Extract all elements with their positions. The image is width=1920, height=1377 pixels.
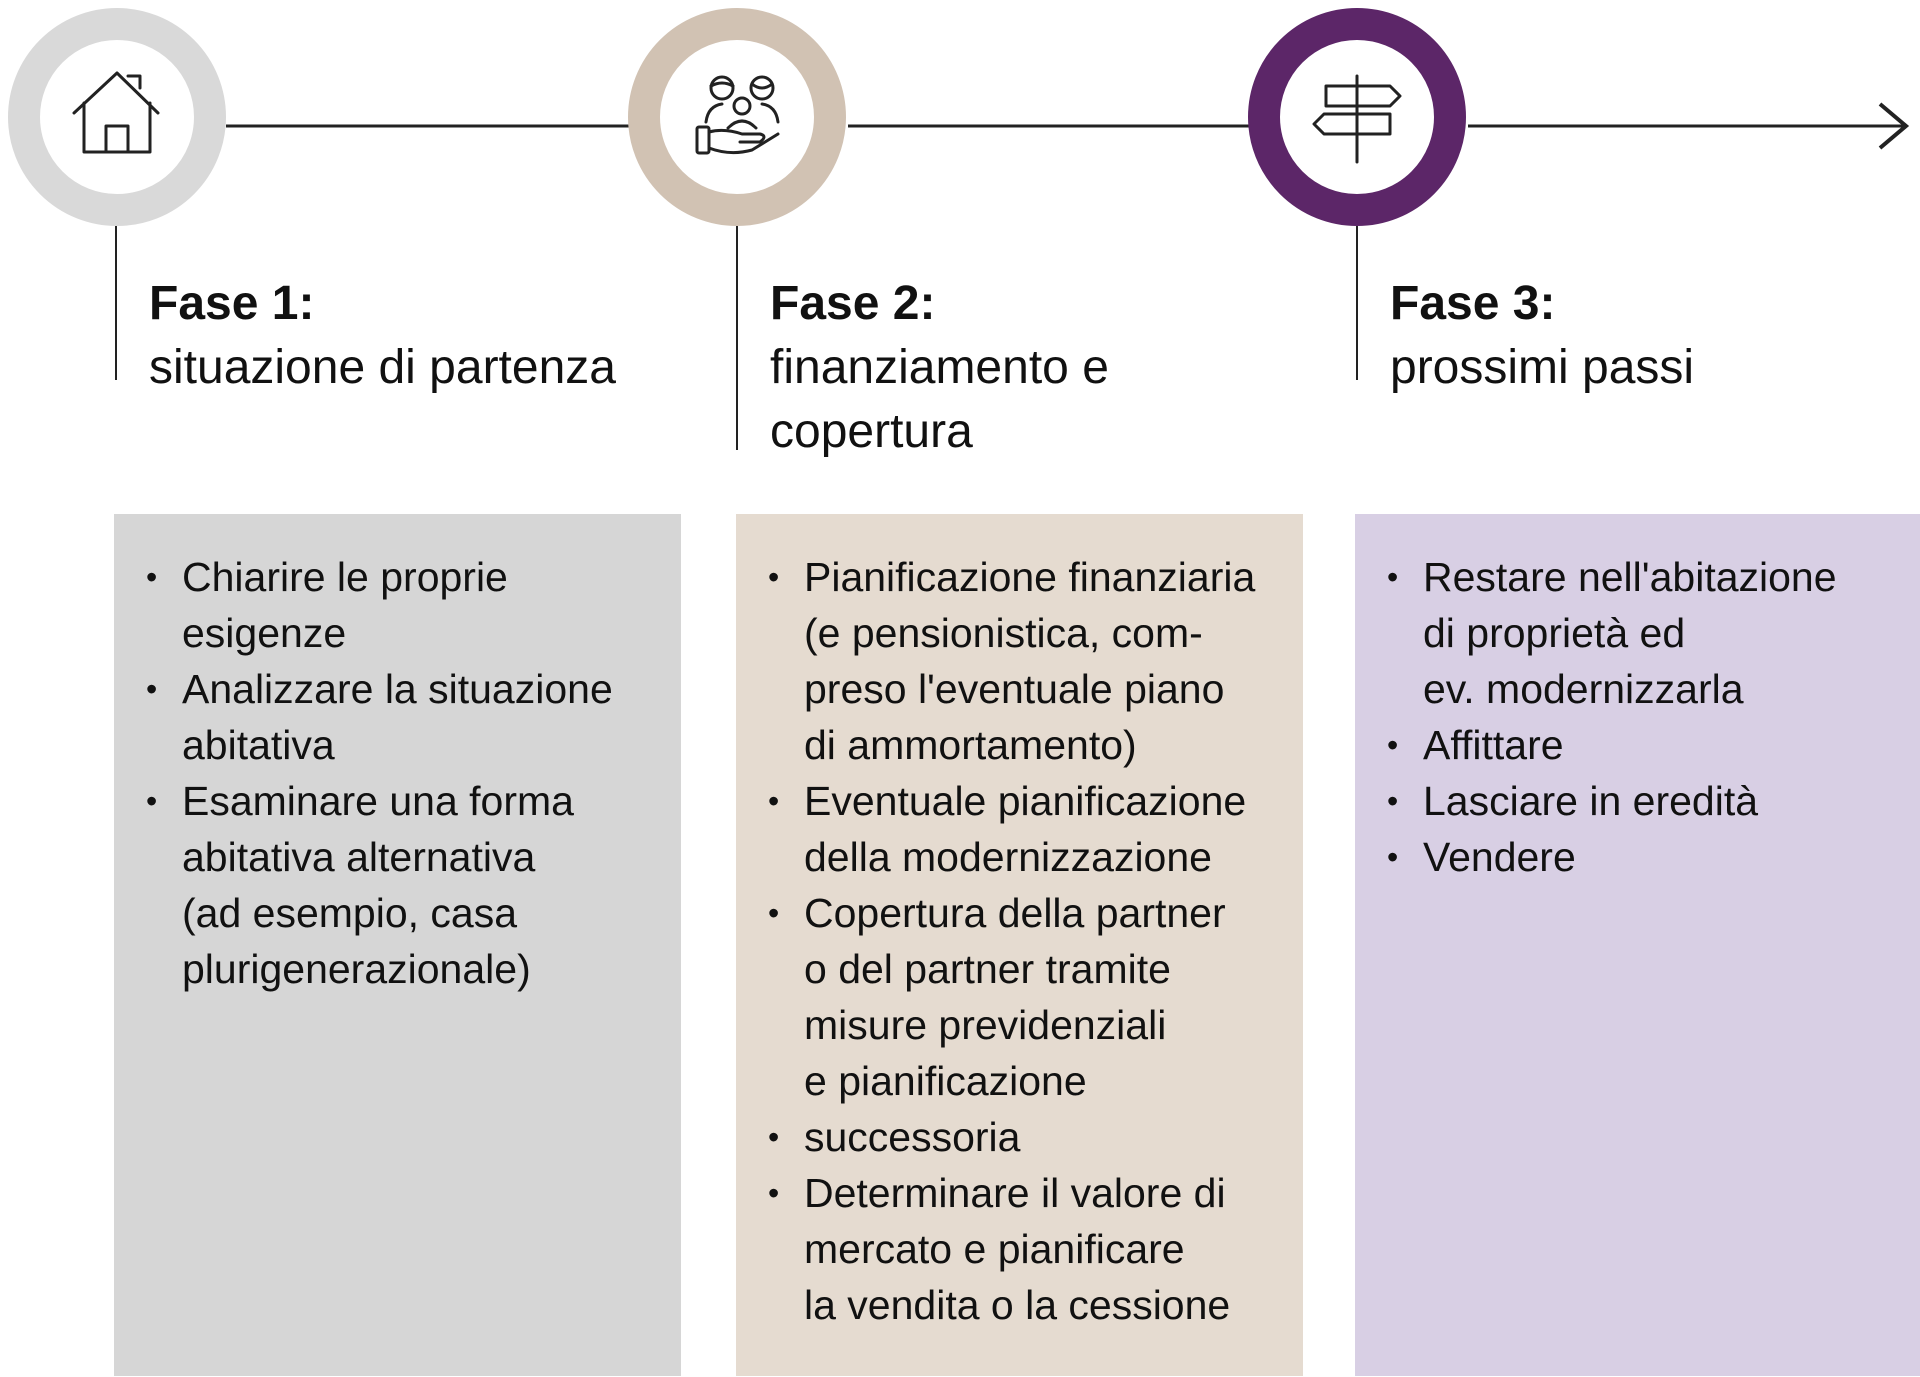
list-item: Copertura della partner o del partner tr…: [768, 885, 1303, 1109]
phase-2-connector: [736, 226, 738, 450]
phase-1-circle: [8, 8, 226, 226]
phase-2-subtitle: finanziamento e copertura: [770, 341, 1109, 458]
phase-2-heading: Fase 2: finanziamento e copertura: [770, 272, 1290, 464]
list-item: Chiarire le proprie esigenze: [146, 549, 681, 661]
phase-1-heading: Fase 1: situazione di partenza: [149, 272, 669, 400]
phase-1-list: Chiarire le proprie esigenze Analizzare …: [146, 549, 681, 997]
phase-3-title: Fase 3:: [1390, 277, 1556, 330]
phase-2-panel: Pianificazione finanziaria (e pensionist…: [736, 514, 1303, 1376]
phase-3-list: Restare nell'abitazione di proprietà ed …: [1387, 549, 1920, 885]
list-item: Lasciare in eredità: [1387, 773, 1920, 829]
phase-2-circle: [628, 8, 846, 226]
phase-2-list: Pianificazione finanziaria (e pensionist…: [768, 549, 1303, 1333]
phase-3-connector: [1356, 226, 1358, 380]
list-item: Esaminare una forma abitativa alternativ…: [146, 773, 681, 997]
phase-3-heading: Fase 3: prossimi passi: [1390, 272, 1910, 400]
phase-1-subtitle: situazione di partenza: [149, 341, 616, 394]
phase-1-ring: [8, 8, 226, 226]
phase-2-title: Fase 2:: [770, 277, 936, 330]
arrow-head-icon: [1878, 102, 1910, 150]
phase-3-circle: [1248, 8, 1466, 226]
list-item: Analizzare la situazione abitativa: [146, 661, 681, 773]
list-item: Pianificazione finanziaria (e pensionist…: [768, 549, 1303, 773]
list-item: Vendere: [1387, 829, 1920, 885]
list-item: Affittare: [1387, 717, 1920, 773]
phase-1-panel: Chiarire le proprie esigenze Analizzare …: [114, 514, 681, 1376]
phase-1-title: Fase 1:: [149, 277, 315, 330]
list-item: Eventuale pianificazione della modernizz…: [768, 773, 1303, 885]
phase-1-connector: [115, 226, 117, 380]
phase-3-subtitle: prossimi passi: [1390, 341, 1695, 394]
phase-3-panel: Restare nell'abitazione di proprietà ed …: [1355, 514, 1920, 1376]
list-item: Restare nell'abitazione di proprietà ed …: [1387, 549, 1920, 717]
phase-2-ring: [628, 8, 846, 226]
list-item: successoria: [768, 1109, 1303, 1165]
house-icon: [72, 71, 160, 154]
list-item: Determinare il valore di mercato e piani…: [768, 1165, 1303, 1333]
timeline: [8, 8, 1910, 226]
signpost-icon: [1312, 74, 1402, 164]
family-in-hand-icon: [695, 75, 780, 155]
